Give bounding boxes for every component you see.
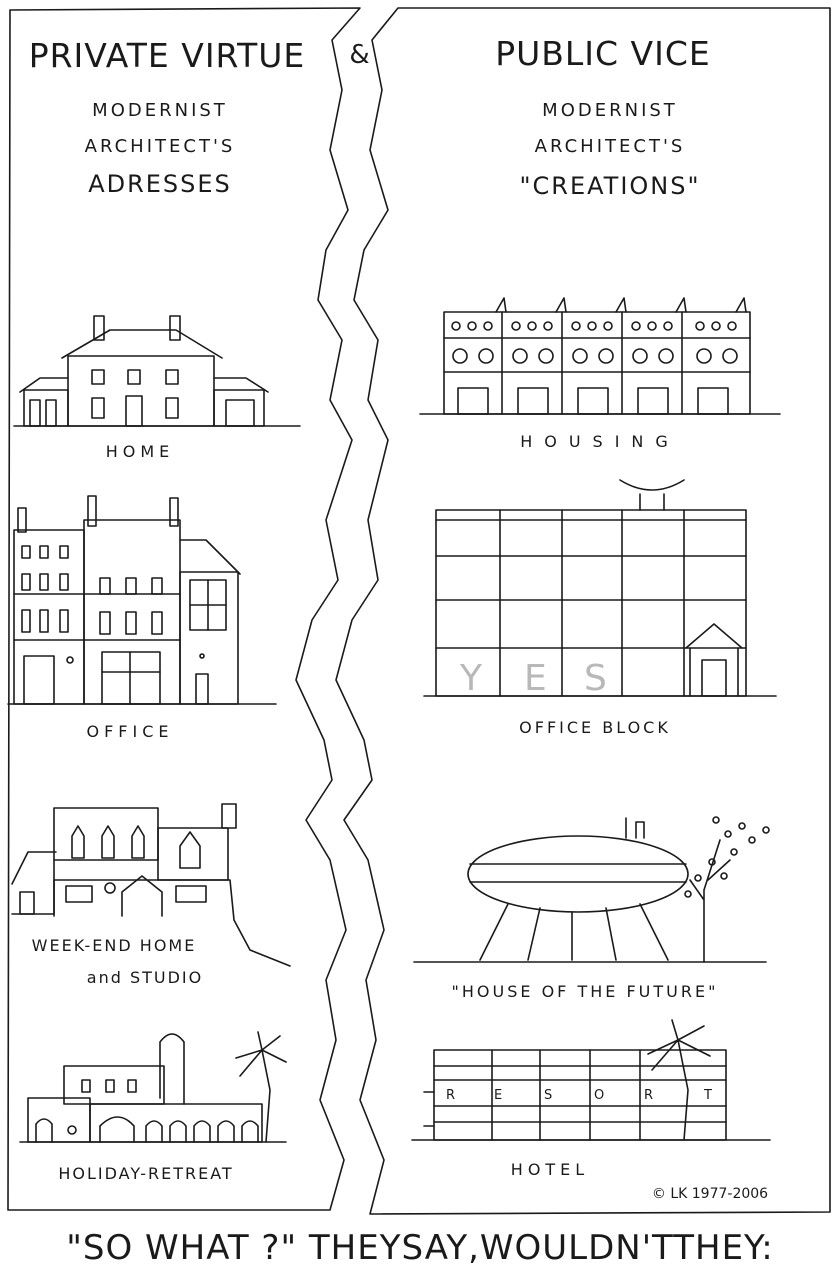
hotel-drawing	[411, 1019, 771, 1141]
bottom-caption: "SO WHAT ?" THEYSAY,WOULDN'TTHEY:	[66, 1228, 774, 1268]
label-housing: HOUSING	[520, 432, 680, 451]
sign-r2: R	[644, 1088, 653, 1103]
holiday-retreat-drawing	[19, 1031, 287, 1143]
sign-s: S	[584, 658, 607, 699]
sign-o: O	[594, 1088, 604, 1103]
weekend-home-drawing	[11, 803, 291, 967]
sign-t: T	[703, 1088, 712, 1103]
left-subtitle-line3: ADRESSES	[88, 170, 232, 198]
right-subtitle-line2: ARCHITECT'S	[534, 136, 686, 157]
label-house-of-future: "HOUSE OF THE FUTURE"	[451, 982, 719, 1001]
sign-e2: E	[494, 1088, 502, 1103]
copyright-signature: © LK 1977-2006	[651, 1186, 769, 1202]
left-subtitle-line1: MODERNIST	[92, 100, 228, 121]
office-drawing	[7, 495, 277, 705]
left-panel-border	[7, 7, 361, 1211]
left-title: PRIVATE VIRTUE	[28, 36, 306, 75]
left-subtitle-line2: ARCHITECT'S	[84, 136, 236, 157]
label-weekend-line2: and STUDIO	[86, 968, 204, 987]
resort-sign: R E S O R T	[446, 1088, 712, 1103]
ampersand: &	[349, 40, 371, 70]
housing-drawing	[419, 297, 781, 415]
label-office: OFFICE	[86, 722, 174, 741]
sign-y: Y	[459, 658, 483, 699]
yes-sign: Y E S	[459, 658, 607, 699]
sign-r1: R	[446, 1088, 455, 1103]
label-holiday: HOLIDAY-RETREAT	[58, 1164, 234, 1183]
sign-e: E	[524, 658, 547, 699]
label-weekend-line1: WEEK-END HOME	[31, 936, 197, 955]
house-of-future-drawing	[413, 816, 770, 963]
right-subtitle-line1: MODERNIST	[542, 100, 678, 121]
label-hotel: HOTEL	[510, 1160, 590, 1179]
label-home: HOME	[105, 442, 175, 461]
right-panel-border	[335, 7, 831, 1215]
sign-s2: S	[544, 1088, 552, 1103]
office-block-drawing	[423, 479, 777, 697]
right-title: PUBLIC VICE	[495, 34, 711, 73]
right-subtitle-line3: "CREATIONS"	[519, 172, 701, 200]
home-drawing	[13, 315, 301, 427]
label-office-block: OFFICE BLOCK	[519, 718, 671, 737]
